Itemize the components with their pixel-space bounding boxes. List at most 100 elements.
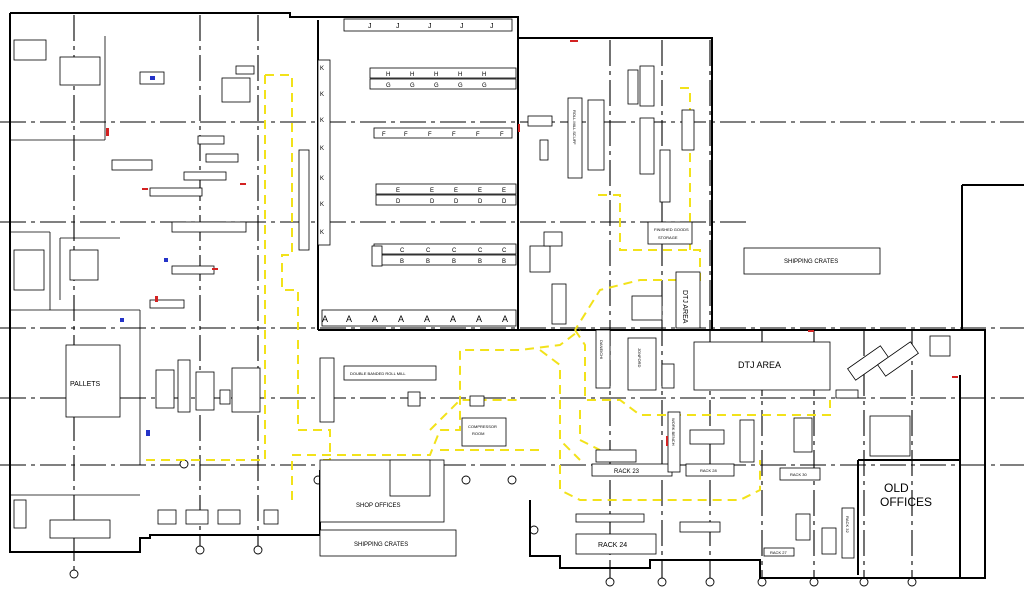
rack-g-label: G: [410, 83, 415, 89]
rack-row-f: F F F F F F: [373, 127, 513, 139]
pallets-label: PALLETS: [70, 381, 101, 388]
pallets-area: PALLETS: [65, 344, 121, 418]
rack-f-label: F: [404, 132, 408, 138]
old-offices-label-2: OFFICES: [880, 495, 932, 509]
shop-offices: SHOP OFFICES: [319, 459, 445, 523]
rack-b-label: B: [400, 259, 404, 265]
daneichi-label: DANEICHI: [599, 340, 604, 359]
rack-a-label: A: [372, 314, 378, 324]
rack-j-label: J: [368, 23, 372, 30]
rack-g-label: G: [386, 83, 391, 89]
rack-b-label: B: [452, 259, 456, 265]
rack-c-label: C: [502, 248, 507, 254]
rack-27-label: RACK 27: [770, 550, 787, 555]
shop-offices-label: SHOP OFFICES: [356, 503, 401, 509]
rack-b-label: B: [478, 259, 482, 265]
rack-row-c-b: C C C C C B B B B B: [371, 243, 517, 267]
rack-rows: J J J J J H H H H H G G G G G F F F F: [298, 18, 517, 327]
rack-a-label: A: [322, 314, 328, 324]
rack-d-label: D: [478, 199, 483, 205]
roll-mill-scuff-label: ROLL MILL SCUFF: [572, 110, 577, 145]
compressor-room: COMPRESSOR ROOM: [461, 417, 507, 447]
aisle-markings: [145, 74, 831, 501]
rack-f-label: F: [500, 132, 504, 138]
rack-d-label: D: [430, 199, 435, 205]
rack-f-label: F: [428, 132, 432, 138]
rack-g-label: G: [482, 83, 487, 89]
old-offices: OLD OFFICES: [835, 335, 951, 509]
rack-32-label: RACK 32: [845, 516, 850, 533]
compressor-room-label-1: COMPRESSOR: [468, 424, 497, 429]
grid-lines: [0, 15, 1024, 580]
rack-c-label: C: [478, 248, 483, 254]
shipping-crates-bottom-label: SHIPPING CRATES: [354, 542, 408, 548]
rack-c-label: C: [452, 248, 457, 254]
rack-a-label: A: [502, 314, 508, 324]
finished-goods-label-2: STORAGE: [658, 235, 678, 240]
rack-k-label: K: [320, 92, 324, 98]
dtj-area: DTJ AREA: [693, 341, 831, 391]
rack-f-label: F: [452, 132, 456, 138]
rack-k-label: K: [320, 66, 324, 72]
rack-j-label: J: [460, 23, 464, 30]
rack-a-label: A: [398, 314, 404, 324]
rack-a-label: A: [450, 314, 456, 324]
finished-goods-label-1: FINISHED GOODS: [654, 227, 689, 232]
double-banded-roll-mill: DOUBLE BANDED ROLL MILL: [319, 357, 485, 423]
rack-d-label: D: [454, 199, 459, 205]
rack-e-label: E: [478, 188, 482, 194]
rack-e-label: E: [454, 188, 458, 194]
rack-c-label: C: [426, 248, 431, 254]
rack-k-label: K: [320, 202, 324, 208]
rack-28-label: RACK 28: [700, 468, 717, 473]
rack-h-label: H: [482, 72, 486, 78]
compressor-room-label-2: ROOM: [472, 431, 484, 436]
bottom-right-racks: RACK 23 RACK 28 RACK 30 RACK 24 RACK 27 …: [575, 411, 855, 559]
rack-row-e-d: E E E E E D D D D D: [375, 183, 517, 206]
jonford-label: JONFORD: [637, 348, 642, 367]
dtj-area-label: DTJ AREA: [738, 360, 781, 370]
rack-a-label: A: [346, 314, 352, 324]
shipping-crates-top-label: SHIPPING CRATES: [784, 259, 838, 265]
rack-24-label: RACK 24: [598, 542, 627, 549]
rack-k-label: K: [320, 176, 324, 182]
rack-a-label: A: [424, 314, 430, 324]
rack-row-a: A A A A A A A A: [321, 309, 517, 327]
rack-23-label: RACK 23: [614, 469, 640, 475]
upper-right-bay: ROLL MILL SCUFF FINISHED GOODS STORAGE: [527, 65, 695, 245]
rack-row-h-g: H H H H H G G G G G: [369, 67, 517, 90]
rack-d-label: D: [396, 199, 401, 205]
rack-d-label: D: [502, 199, 507, 205]
rack-e-label: E: [396, 188, 400, 194]
rack-h-label: H: [458, 72, 462, 78]
rack-row-j: J J J J J: [343, 18, 513, 32]
rack-h-label: H: [386, 72, 390, 78]
rack-b-label: B: [426, 259, 430, 265]
rack-30-label: RACK 30: [790, 472, 807, 477]
shipping-crates-top: SHIPPING CRATES: [743, 247, 881, 275]
mid-right-equipment: DTJ AREA DANEICHI JONFORD: [529, 231, 701, 391]
rack-f-label: F: [476, 132, 480, 138]
rack-h-label: H: [410, 72, 414, 78]
work-bench-label: WORK BENCH: [671, 418, 676, 446]
left-equipment: [13, 39, 279, 539]
rack-k-label: K: [320, 230, 324, 236]
rack-column-k: K K K K K K K: [298, 59, 331, 251]
rack-f-label: F: [382, 132, 386, 138]
rack-j-label: J: [490, 23, 494, 30]
rack-e-label: E: [430, 188, 434, 194]
old-offices-label-1: OLD: [884, 481, 909, 495]
dtj-area-vertical-label: DTJ AREA: [681, 290, 688, 324]
building-walls: [9, 12, 1024, 579]
rack-h-label: H: [434, 72, 438, 78]
rack-j-label: J: [396, 23, 400, 30]
rack-e-label: E: [502, 188, 506, 194]
rack-k-label: K: [320, 118, 324, 124]
rack-j-label: J: [428, 23, 432, 30]
roll-mill-label: DOUBLE BANDED ROLL MILL: [350, 371, 406, 376]
rack-c-label: C: [400, 248, 405, 254]
rack-b-label: B: [502, 259, 506, 265]
safety-markers: [106, 40, 958, 446]
shipping-crates-bottom: SHIPPING CRATES: [319, 529, 457, 557]
